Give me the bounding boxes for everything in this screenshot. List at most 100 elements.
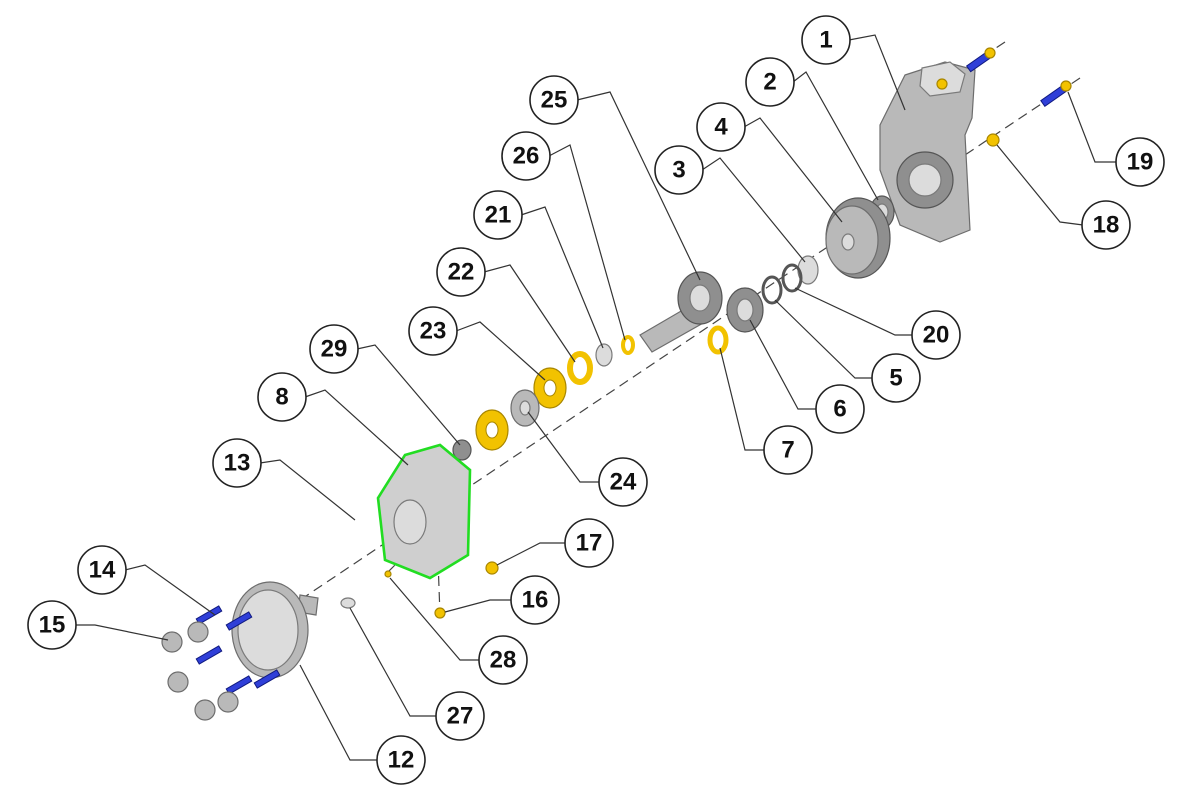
callout-4: 4 <box>696 102 746 152</box>
part-5-snap-ring <box>761 275 783 305</box>
callout-25: 25 <box>529 75 579 125</box>
callout-28: 28 <box>478 635 528 685</box>
callout-19: 19 <box>1115 137 1165 187</box>
leader-17 <box>496 542 566 566</box>
part-7-circlip <box>707 325 729 355</box>
callout-27: 27 <box>435 691 485 741</box>
callout-18-label: 18 <box>1093 212 1120 239</box>
leader-22 <box>483 264 576 363</box>
leader-13 <box>259 459 356 521</box>
callout-24: 24 <box>598 457 648 507</box>
callout-17: 17 <box>564 518 614 568</box>
leader-3 <box>701 157 806 263</box>
leader-27 <box>349 607 437 717</box>
callout-13-label: 13 <box>224 450 251 477</box>
leader-8 <box>304 389 409 466</box>
callout-3: 3 <box>654 145 704 195</box>
callouts: 1 2 3 4 5 6 7 8 <box>27 15 1165 785</box>
part-21-washer <box>595 343 613 367</box>
callout-24-label: 24 <box>610 469 637 496</box>
callout-26-label: 26 <box>513 143 540 170</box>
leader-23 <box>455 321 546 381</box>
callout-20: 20 <box>911 310 961 360</box>
part-25-pinion-shaft <box>639 271 723 353</box>
leader-14 <box>124 564 216 616</box>
callout-25-label: 25 <box>541 87 568 114</box>
leader-29 <box>356 344 461 446</box>
callout-2-label: 2 <box>763 69 776 96</box>
part-4-large-gear <box>825 197 891 279</box>
callout-14: 14 <box>77 545 127 595</box>
part-12-flange <box>231 581 319 679</box>
leader-12 <box>299 664 378 761</box>
part-18-washer <box>986 133 1000 147</box>
part-19-stud-bolt <box>1040 80 1072 108</box>
leader-21 <box>520 206 604 349</box>
callout-2: 2 <box>745 57 795 107</box>
part-16-drain-plug <box>434 607 446 619</box>
part-26-small-ring <box>621 335 635 355</box>
callout-21: 21 <box>473 190 523 240</box>
callout-4-label: 4 <box>714 114 728 141</box>
callout-18: 18 <box>1081 200 1131 250</box>
callout-1-label: 1 <box>819 27 832 54</box>
part-top-bolt <box>965 47 996 73</box>
leader-26 <box>548 144 626 341</box>
callout-6: 6 <box>815 384 865 434</box>
leader-20 <box>794 287 913 336</box>
callout-14-label: 14 <box>89 557 116 584</box>
part-29-nut <box>452 439 472 461</box>
callout-5: 5 <box>871 353 921 403</box>
leader-2 <box>792 71 879 201</box>
callout-13: 13 <box>212 438 262 488</box>
leader-7 <box>719 347 765 451</box>
callout-3-label: 3 <box>672 157 685 184</box>
callout-21-label: 21 <box>485 202 512 229</box>
leader-28 <box>389 577 480 661</box>
callout-23-label: 23 <box>420 318 447 345</box>
callout-19-label: 19 <box>1127 149 1154 176</box>
leader-6 <box>749 319 817 410</box>
leader-1 <box>848 34 906 111</box>
callout-12: 12 <box>376 735 426 785</box>
leader-25 <box>576 91 701 281</box>
callout-22-label: 22 <box>448 259 475 286</box>
callout-27-label: 27 <box>447 703 474 730</box>
callout-15-label: 15 <box>39 612 66 639</box>
part-15-nuts <box>161 621 239 721</box>
callout-20-label: 20 <box>923 322 950 349</box>
leader-19 <box>1067 91 1117 163</box>
callout-16-label: 16 <box>522 587 549 614</box>
callout-28-label: 28 <box>490 647 517 674</box>
part-gold-gear-lower <box>475 409 509 451</box>
part-27-dowel-pin <box>340 597 356 609</box>
callout-1: 1 <box>801 15 851 65</box>
callout-29: 29 <box>309 324 359 374</box>
callout-6-label: 6 <box>833 396 846 423</box>
leader-24 <box>527 411 600 483</box>
callout-16: 16 <box>510 575 560 625</box>
leader-4 <box>743 117 843 223</box>
callout-8-label: 8 <box>275 384 288 411</box>
callout-17-label: 17 <box>576 530 603 557</box>
leader-18 <box>996 144 1084 226</box>
main-axis-line <box>299 77 1081 601</box>
part-17-plug <box>485 561 499 575</box>
callout-22: 22 <box>436 247 486 297</box>
leader-lines <box>75 34 1117 761</box>
part-20-retaining-ring <box>781 263 803 293</box>
callout-15: 15 <box>27 600 77 650</box>
leader-15 <box>75 624 169 641</box>
callout-23: 23 <box>408 306 458 356</box>
part-8-cover <box>376 443 472 580</box>
part-6-bearing <box>726 287 764 333</box>
callout-26: 26 <box>501 131 551 181</box>
callout-8: 8 <box>257 372 307 422</box>
callout-29-label: 29 <box>321 336 348 363</box>
leader-16 <box>444 599 512 613</box>
callout-7-label: 7 <box>781 437 794 464</box>
callout-7: 7 <box>763 425 813 475</box>
leader-5 <box>774 299 873 379</box>
part-14-bolts <box>195 605 281 695</box>
